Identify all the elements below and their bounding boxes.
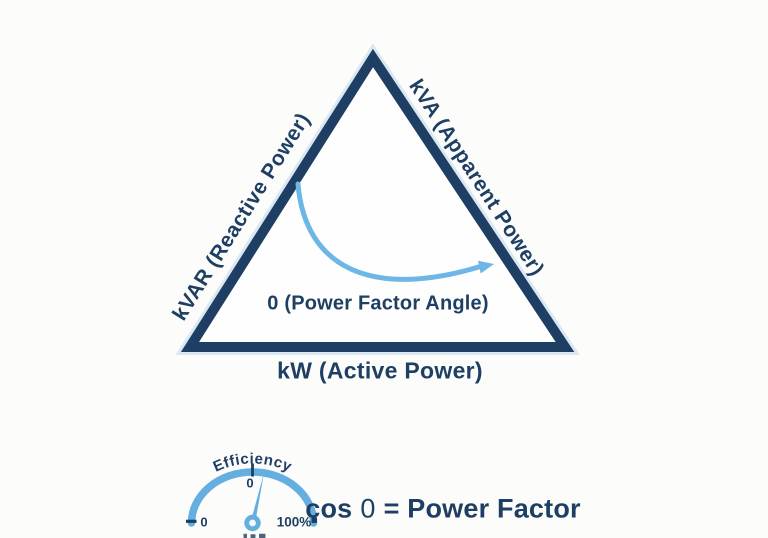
gauge-max-label: 100% [276, 514, 312, 530]
equation-theta: 0 [360, 493, 376, 524]
efficiency-gauge: Efficiency [186, 450, 318, 538]
equation-rhs: = Power Factor [383, 493, 581, 524]
angle-arrow-curve [295, 181, 485, 282]
power-factor-angle-label: 0 (Power Factor Angle) [267, 292, 489, 315]
kw-active-power-label: kW (Active Power) [277, 357, 483, 384]
gauge-top-tick-label: 0 [246, 475, 254, 491]
angle-arrow-head [478, 260, 494, 274]
clipped-text-fragment [243, 533, 266, 538]
gauge-needle [250, 473, 264, 524]
gauge-min-label: 0 [200, 514, 208, 530]
gauge-max-tick [311, 517, 317, 523]
triangle-outline [180, 48, 575, 352]
equation-cos: cos [305, 493, 353, 524]
angle-arrow [295, 181, 494, 282]
gauge-hub-center [249, 519, 256, 527]
power-triangle-shape [175, 43, 580, 355]
